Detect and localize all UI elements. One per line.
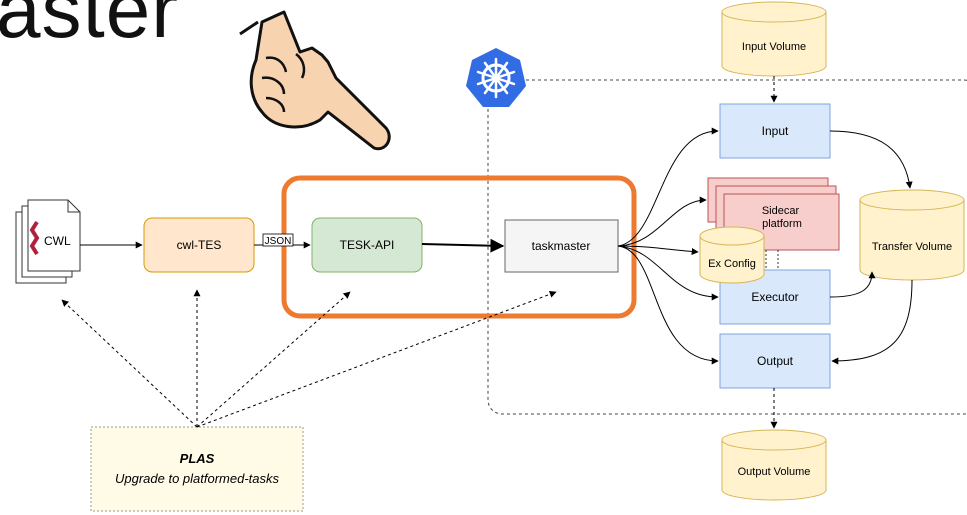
slide-title-fragment: aster [0, 0, 179, 54]
input-label: Input [762, 124, 789, 138]
executor-label: Executor [751, 290, 798, 304]
arrow-teskapi-to-taskmaster [421, 238, 505, 253]
arrow-taskmaster-to-sidecar [617, 196, 707, 247]
tesk-api-box[interactable]: TESK-API [311, 217, 423, 273]
cwl-label: CWL [44, 234, 71, 248]
input-volume-label: Input Volume [742, 41, 806, 53]
sidecar-label-line1: Sidecar [762, 205, 800, 217]
sidecar-label-line2: platform [762, 218, 802, 230]
tesk-api-label: TESK-API [340, 238, 395, 252]
output-volume[interactable]: Output Volume [721, 429, 827, 501]
transfer-volume-label: Transfer Volume [872, 241, 952, 253]
taskmaster-label: taskmaster [532, 239, 591, 253]
output-label: Output [757, 354, 794, 368]
cwl-document[interactable]: CWL [15, 199, 81, 284]
json-label: JSON [265, 236, 292, 247]
plas-pointer-teskapi [196, 291, 351, 428]
arrow-executor-to-transfer [829, 271, 876, 298]
output-box[interactable]: Output [719, 333, 831, 389]
kubernetes-icon [466, 48, 526, 107]
ex-config-label: Ex Config [708, 258, 756, 270]
arrow-taskmaster-to-executor [617, 245, 719, 301]
arrow-transfer-to-output [831, 279, 913, 365]
taskmaster-box[interactable]: taskmaster [504, 219, 619, 273]
transfer-volume[interactable]: Transfer Volume [859, 189, 965, 281]
cwl-tes-label: cwl-TES [177, 238, 222, 252]
pointing-hand-icon [239, 10, 391, 151]
input-volume[interactable]: Input Volume [721, 1, 827, 77]
plas-subtitle: Upgrade to platformed-tasks [115, 471, 280, 486]
sidecar-label: Sidecar platform [762, 205, 802, 230]
arrow-taskmaster-to-output [617, 245, 719, 365]
plas-pointer-cwl [61, 299, 198, 428]
input-box[interactable]: Input [719, 103, 831, 159]
arrow-input-to-transfer [829, 130, 913, 189]
arrow-taskmaster-to-excfg [617, 245, 699, 256]
document-stack-icon [15, 199, 81, 284]
output-volume-label: Output Volume [738, 466, 811, 478]
plas-box[interactable]: PLAS Upgrade to platformed-tasks [90, 426, 304, 512]
ex-config-volume[interactable]: Ex Config [699, 226, 765, 284]
arrow-taskmaster-to-input [617, 127, 719, 247]
plas-pointer-taskmaster [196, 290, 557, 428]
sidecar-platform[interactable]: Sidecar platform [707, 177, 840, 251]
cwl-tes-box[interactable]: cwl-TES [143, 217, 255, 273]
highlight-frame [281, 175, 637, 319]
kubernetes-cluster-boundary [487, 79, 967, 415]
plas-title: PLAS [180, 451, 215, 466]
json-tag: JSON [262, 233, 294, 247]
